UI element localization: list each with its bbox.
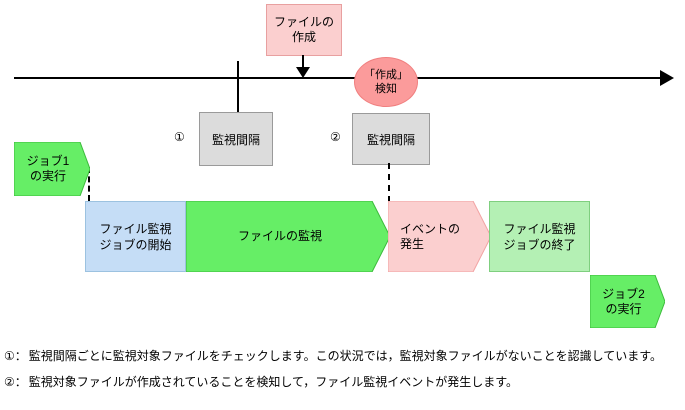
creation-detected-bubble: 「作成」 検知 — [354, 57, 418, 107]
creation-detected-label: 「作成」 検知 — [364, 69, 408, 95]
file-creation-event-box: ファイルの 作成 — [266, 4, 342, 56]
monitoring-interval-box-1: 監視間隔 — [199, 112, 273, 166]
chevron-shape-icon — [590, 275, 665, 328]
footnote-text-1: 監視間隔ごとに監視対象ファイルをチェックします。この状況では，監視対象ファイルが… — [28, 349, 663, 363]
footnote-item-2: ②： 監視対象ファイルが作成されていることを検知して，ファイル監視イベントが発生… — [4, 373, 680, 392]
file-watch-job-end-box: ファイル監視 ジョブの終了 — [489, 201, 590, 272]
footnote-list: ①： 監視間隔ごとに監視対象ファイルをチェックします。この状況では，監視対象ファ… — [4, 347, 680, 399]
timeline-axis-line — [14, 77, 666, 79]
monitoring-interval-label-2: 監視間隔 — [366, 132, 415, 147]
file-creation-event-label: ファイルの 作成 — [273, 15, 334, 44]
footnote-marker-2: ②： — [4, 375, 27, 389]
file-watch-job-start-label: ファイル監視 ジョブの開始 — [99, 221, 172, 252]
chevron-shape-icon — [388, 201, 491, 272]
job1-dashed-connector — [88, 167, 90, 201]
file-creation-arrow-head-icon — [296, 67, 310, 78]
job2-execution-chevron: ジョブ2 の実行 — [590, 275, 665, 328]
timeline-arrowhead-icon — [660, 70, 674, 86]
file-watch-job-start-box: ファイル監視 ジョブの開始 — [85, 201, 186, 272]
footnote-marker-1: ①： — [4, 349, 27, 363]
footnote-item-1: ①： 監視間隔ごとに監視対象ファイルをチェックします。この状況では，監視対象ファ… — [4, 347, 680, 366]
interval-marker-1: ① — [174, 130, 185, 144]
event-occurrence-chevron: イベントの 発生 — [388, 201, 491, 272]
chevron-shape-icon — [14, 142, 90, 196]
monitoring-interval-box-2: 監視間隔 — [352, 113, 430, 165]
interval2-dashed-connector — [388, 163, 390, 202]
monitoring-interval-label-1: 監視間隔 — [211, 132, 260, 147]
file-monitoring-chevron: ファイルの監視 — [186, 201, 390, 272]
footnote-text-2: 監視対象ファイルが作成されていることを検知して，ファイル監視イベントが発生します… — [28, 375, 519, 389]
job1-execution-chevron: ジョブ1 の実行 — [14, 142, 90, 196]
chevron-shape-icon — [186, 201, 390, 272]
interval-marker-2: ② — [330, 130, 341, 144]
timeline-tick-marker — [237, 61, 239, 113]
file-creation-arrow-stem — [302, 55, 304, 71]
file-watch-job-end-label: ファイル監視 ジョブの終了 — [503, 221, 576, 252]
